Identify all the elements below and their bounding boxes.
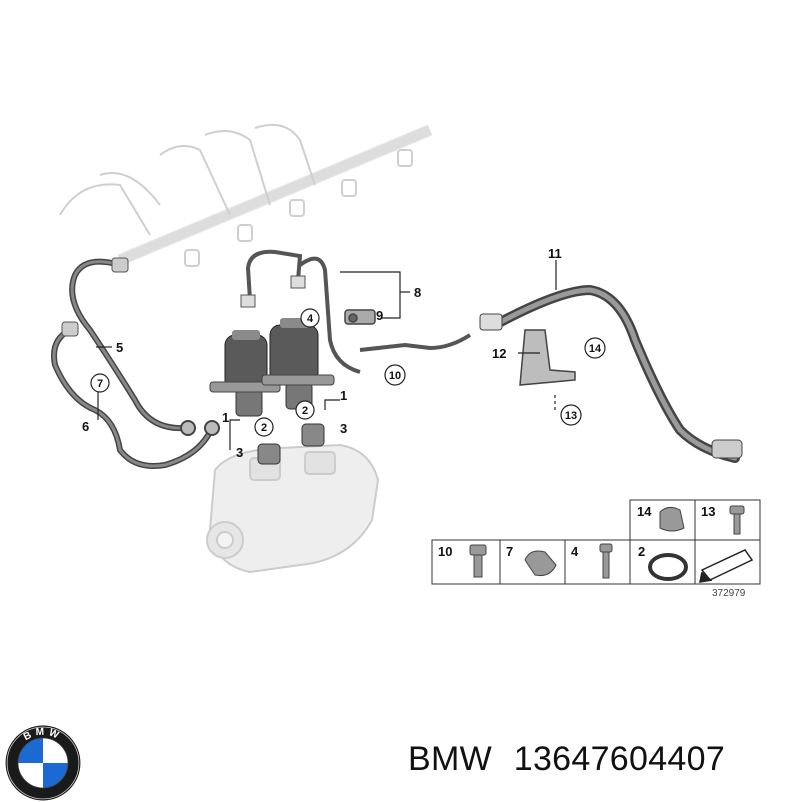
diagram-reference-number: 372979 — [712, 588, 746, 599]
pump-body-faded — [206, 443, 380, 574]
callout-1-right: 1 — [340, 388, 347, 403]
callout-9: 9 — [376, 308, 383, 323]
fuel-rail-faded — [59, 124, 433, 267]
pump-unit-left — [209, 330, 281, 417]
svg-text:2: 2 — [261, 422, 267, 434]
callout-7: 7 — [90, 373, 110, 393]
holder-12 — [519, 329, 576, 386]
svg-text:7: 7 — [97, 378, 103, 390]
legend-cell-7: 7 — [506, 544, 513, 559]
fuel-line-11 — [490, 284, 740, 463]
callout-10: 10 — [384, 364, 406, 386]
bracket-9 — [344, 309, 376, 325]
legend-cell-14: 14 — [637, 504, 652, 519]
legend-cell-10: 10 — [438, 544, 452, 559]
seal-left — [257, 443, 281, 465]
bmw-logo: BMW — [5, 725, 81, 801]
callout-3-left: 3 — [236, 445, 243, 460]
pump-feed-lines — [245, 249, 472, 374]
callout-12: 12 — [492, 346, 506, 361]
seal-right — [301, 423, 325, 447]
legend-cell-2: 2 — [638, 544, 645, 559]
svg-text:13: 13 — [565, 410, 577, 422]
callout-3-right: 3 — [340, 421, 347, 436]
svg-text:10: 10 — [389, 370, 401, 382]
leader-lines — [96, 260, 557, 450]
svg-text:2: 2 — [302, 405, 308, 417]
legend-cell-13: 13 — [701, 504, 715, 519]
callout-8: 8 — [414, 285, 421, 300]
svg-text:14: 14 — [589, 343, 602, 355]
callout-2-right: 2 — [295, 400, 315, 420]
callout-2-left: 2 — [254, 417, 274, 437]
part-number: 13647604407 — [513, 740, 726, 778]
callout-6: 6 — [82, 419, 89, 434]
brand-name: BMW — [408, 740, 492, 778]
legend-cell-4: 4 — [571, 544, 579, 559]
callout-4: 4 — [300, 308, 320, 328]
callout-1-left: 1 — [222, 410, 229, 425]
svg-text:4: 4 — [307, 313, 314, 325]
callout-5: 5 — [116, 340, 123, 355]
pump-unit-right — [261, 318, 335, 410]
part-identifier: BMW 13647604407 — [408, 740, 788, 780]
callout-14: 14 — [584, 337, 606, 359]
legend-table: 14 13 10 7 4 2 372979 — [431, 499, 761, 599]
callout-11: 11 — [548, 246, 562, 261]
callout-13: 13 — [560, 404, 582, 426]
